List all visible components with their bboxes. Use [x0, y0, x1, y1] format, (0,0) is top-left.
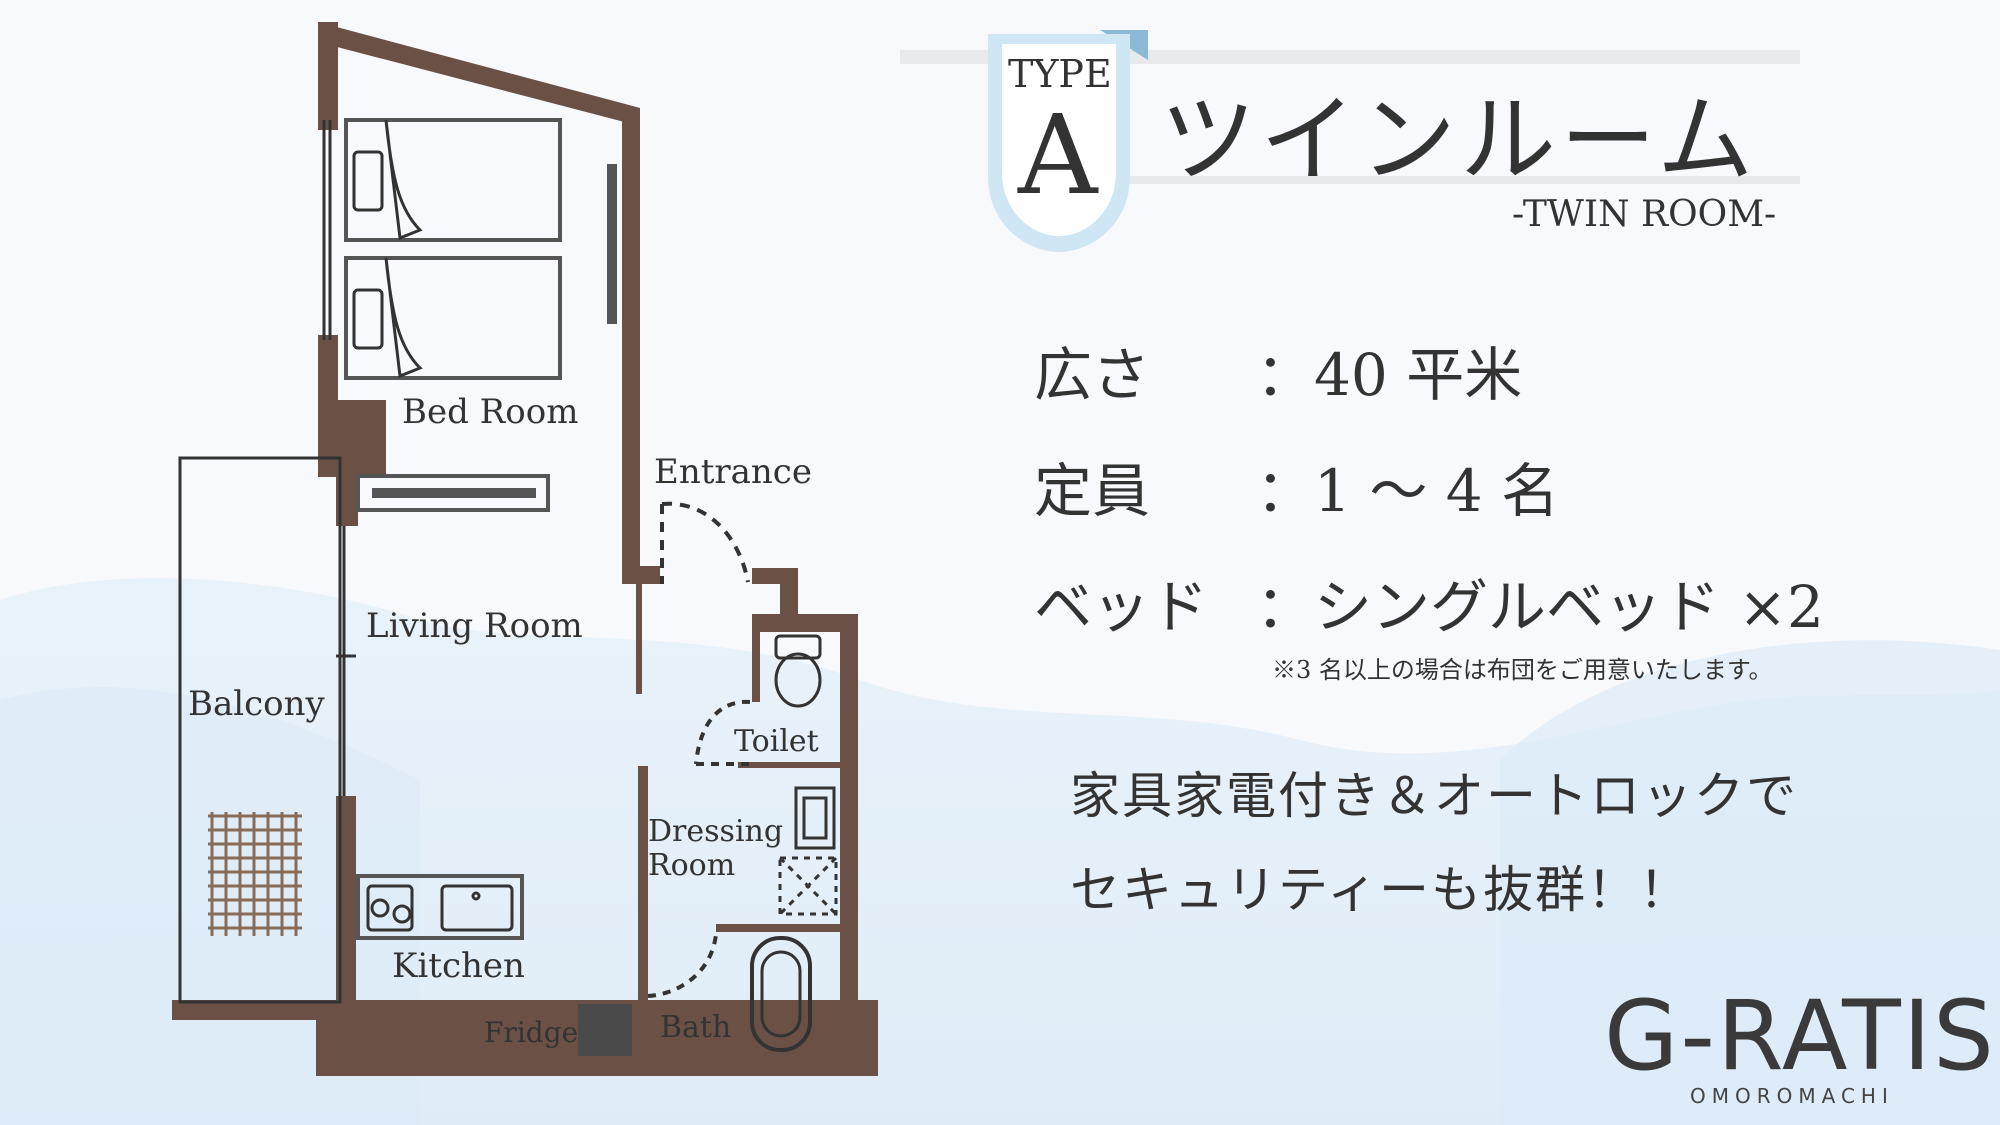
type-label: TYPE	[1008, 52, 1112, 96]
label-fridge: Fridge	[484, 1016, 579, 1049]
furniture	[178, 118, 838, 1052]
balcony-grid	[208, 812, 302, 936]
type-badge	[988, 30, 1148, 252]
promo-line-2: セキュリティーも抜群！！	[1070, 861, 1691, 919]
label-living-room: Living Room	[366, 606, 583, 646]
futon-note: ※3 名以上の場合は布団をご用意いたします。	[1272, 656, 1773, 684]
spec-value-capacity: ：1 ～ 4 名	[1256, 457, 1560, 525]
spec-key-bed: ベッド	[1034, 573, 1209, 641]
walls	[172, 22, 878, 1076]
label-entrance: Entrance	[654, 452, 812, 492]
label-room: Room	[648, 848, 736, 883]
floor-plan	[172, 22, 878, 1076]
type-letter: A	[1018, 91, 1098, 219]
spec-key-capacity: 定員	[1034, 457, 1151, 525]
brand-logo: G-RATIS	[1604, 980, 1996, 1092]
label-kitchen: Kitchen	[392, 946, 525, 986]
label-dressing: Dressing	[648, 814, 784, 849]
spec-value-size: ：40 平米	[1256, 341, 1523, 409]
spec-key-size: 広さ	[1034, 341, 1151, 409]
label-balcony: Balcony	[188, 684, 325, 724]
room-subtitle: -TWIN ROOM-	[1512, 194, 1777, 235]
promo-line-1: 家具家電付き＆オートロックで	[1070, 767, 1798, 825]
spec-value-bed: ：シングルベッド ×2	[1256, 573, 1824, 641]
label-bed-room: Bed Room	[402, 392, 579, 432]
label-bath: Bath	[660, 1010, 732, 1045]
room-title: ツインルーム	[1160, 84, 1758, 196]
brand-location: OMOROMACHI	[1690, 1084, 1894, 1108]
label-toilet: Toilet	[734, 724, 819, 759]
